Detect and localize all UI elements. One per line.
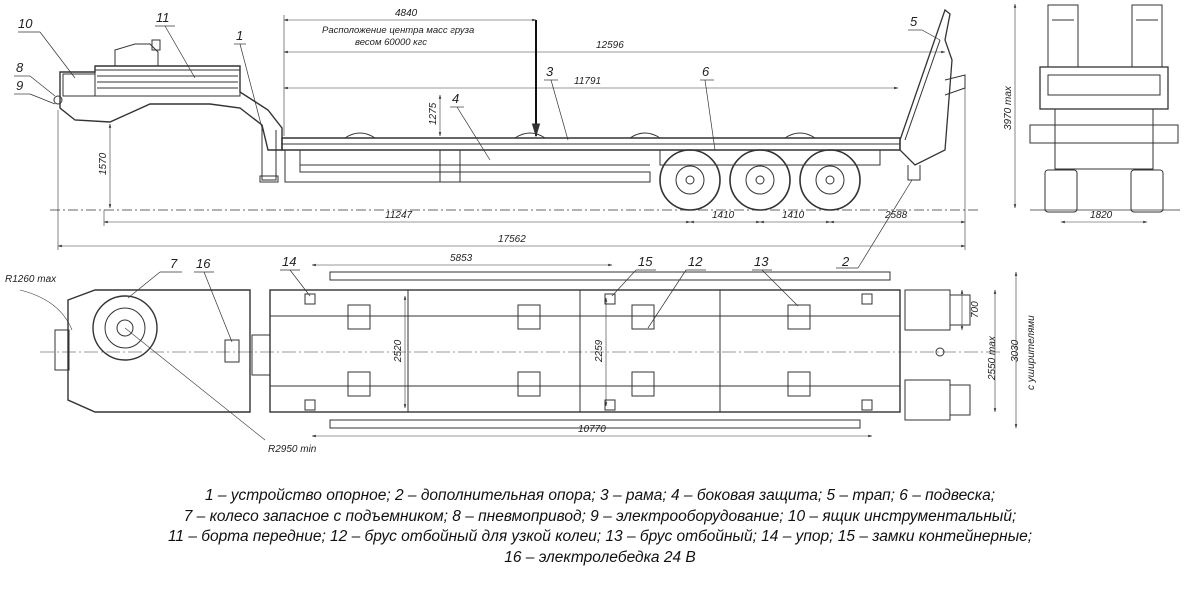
front-lower <box>1054 108 1154 170</box>
dim-ramp-width: 700 <box>970 301 981 318</box>
dim-turn-radius: R2950 min <box>268 444 317 455</box>
load-center-note: Расположение центра масс груза весом 600… <box>322 20 541 138</box>
front-view <box>1029 4 1180 213</box>
container-locks <box>304 293 873 411</box>
front-dimensions: 3970 max 1820 <box>1003 3 1148 224</box>
dim-kingpin-to-axle: 11247 <box>385 210 413 221</box>
dim-rear-overhang: 2588 <box>884 210 908 221</box>
side-dimensions: 4840 12596 11791 1275 1570 11247 1410 14… <box>57 8 966 250</box>
top-platform <box>269 289 901 413</box>
svg-text:8: 8 <box>16 60 24 75</box>
legend: 1 – устройство опорное; 2 – дополнительн… <box>0 486 1200 596</box>
svg-text:6: 6 <box>702 64 710 79</box>
svg-text:16: 16 <box>196 256 211 271</box>
svg-text:2: 2 <box>841 254 850 269</box>
callout-9: 9 <box>14 78 56 105</box>
callout-14: 14 <box>280 254 311 297</box>
callout-6: 6 <box>700 64 716 151</box>
callout-7: 7 <box>127 256 182 299</box>
svg-text:14: 14 <box>282 254 296 269</box>
dim-extended-width: 3030 <box>1010 339 1021 362</box>
callout-16: 16 <box>194 256 233 343</box>
load-note-line1: Расположение центра масс груза <box>322 25 474 36</box>
side-protection <box>284 150 651 183</box>
suspension <box>659 149 881 166</box>
dim-axle-spacing-2: 1410 <box>782 210 805 221</box>
dim-overall-width: 2550 max <box>987 335 998 381</box>
dim-front-height: 3970 max <box>1003 85 1014 130</box>
dim-outer-width: 2259 <box>594 339 605 363</box>
svg-text:5: 5 <box>910 14 918 29</box>
dim-load-center: 4840 <box>395 8 418 19</box>
dim-axle-spacing-1: 1410 <box>712 210 735 221</box>
dim-track: 1820 <box>1090 210 1113 221</box>
dim-platform: 11791 <box>574 76 601 87</box>
winch <box>224 339 240 363</box>
top-gooseneck <box>67 289 251 413</box>
spare-wheel-lifter <box>114 43 159 66</box>
support-device <box>261 125 277 181</box>
callouts: 10 11 1 8 9 4 3 6 5 2 7 16 14 15 12 13 <box>14 10 941 343</box>
dim-overall-platform: 12596 <box>596 40 624 51</box>
callout-13: 13 <box>752 254 799 307</box>
front-wheels-left <box>1044 169 1078 213</box>
top-ramp-left <box>904 289 951 331</box>
bumper-bar <box>329 271 891 281</box>
legend-line-4: 16 – электролебедка 24 В <box>504 548 696 566</box>
callout-4: 4 <box>450 91 491 161</box>
callout-15: 15 <box>611 254 656 297</box>
dim-deck-length: 10770 <box>578 424 606 435</box>
front-ramp-left <box>1047 4 1079 68</box>
toolbox <box>62 73 96 97</box>
spare-wheel-top <box>92 295 158 361</box>
svg-text:7: 7 <box>170 256 178 271</box>
front-wheels-right <box>1130 169 1164 213</box>
legend-line-2: 7 – колесо запасное с подъемником; 8 – п… <box>183 507 1017 525</box>
dim-front-radius: R1260 max <box>5 274 57 285</box>
svg-text:9: 9 <box>16 78 23 93</box>
top-view <box>40 271 1000 429</box>
dim-inner-width: 2520 <box>393 339 404 363</box>
side-view <box>50 8 980 211</box>
callout-12: 12 <box>647 254 706 329</box>
wheel-2 <box>729 149 791 211</box>
svg-text:13: 13 <box>754 254 769 269</box>
callout-10: 10 <box>18 16 76 79</box>
svg-text:1: 1 <box>236 28 243 43</box>
svg-text:12: 12 <box>688 254 703 269</box>
wheel-1 <box>659 149 721 211</box>
svg-text:11: 11 <box>156 10 170 25</box>
gooseneck <box>59 65 283 151</box>
additional-support <box>907 165 921 181</box>
dim-extenders-note: с уширителями <box>1026 315 1037 390</box>
technical-drawing: 4840 12596 11791 1275 1570 11247 1410 14… <box>5 3 1180 455</box>
dim-container-locks: 5853 <box>450 253 473 264</box>
legend-line-1: 1 – устройство опорное; 2 – дополнительн… <box>204 487 996 504</box>
top-dimensions: R1260 max R2950 min 5853 2520 2259 10770… <box>5 253 1037 455</box>
front-ramp-right <box>1131 4 1163 68</box>
wheel-3 <box>799 149 861 211</box>
top-ramp-right <box>904 379 951 421</box>
svg-text:10: 10 <box>18 16 33 31</box>
callout-11: 11 <box>155 10 196 79</box>
front-body <box>1039 66 1169 110</box>
callout-3: 3 <box>544 64 569 141</box>
callout-5: 5 <box>908 14 941 41</box>
air-coupling <box>53 95 63 105</box>
svg-text:4: 4 <box>452 91 459 106</box>
callout-1: 1 <box>234 28 263 129</box>
svg-text:3: 3 <box>546 64 554 79</box>
dim-overall-length: 17562 <box>498 234 526 245</box>
dim-front-height: 1570 <box>98 152 109 175</box>
front-sideboards <box>94 69 241 97</box>
dim-deck-height: 1275 <box>428 102 439 125</box>
load-note-line2: весом 60000 кгс <box>355 37 427 48</box>
callout-8: 8 <box>14 60 56 97</box>
legend-line-3: 11 – борта передние; 12 – брус отбойный … <box>167 528 1033 545</box>
bumper-blocks <box>347 304 811 397</box>
ramp <box>899 8 953 166</box>
callout-2: 2 <box>836 179 913 269</box>
svg-text:15: 15 <box>638 254 653 269</box>
